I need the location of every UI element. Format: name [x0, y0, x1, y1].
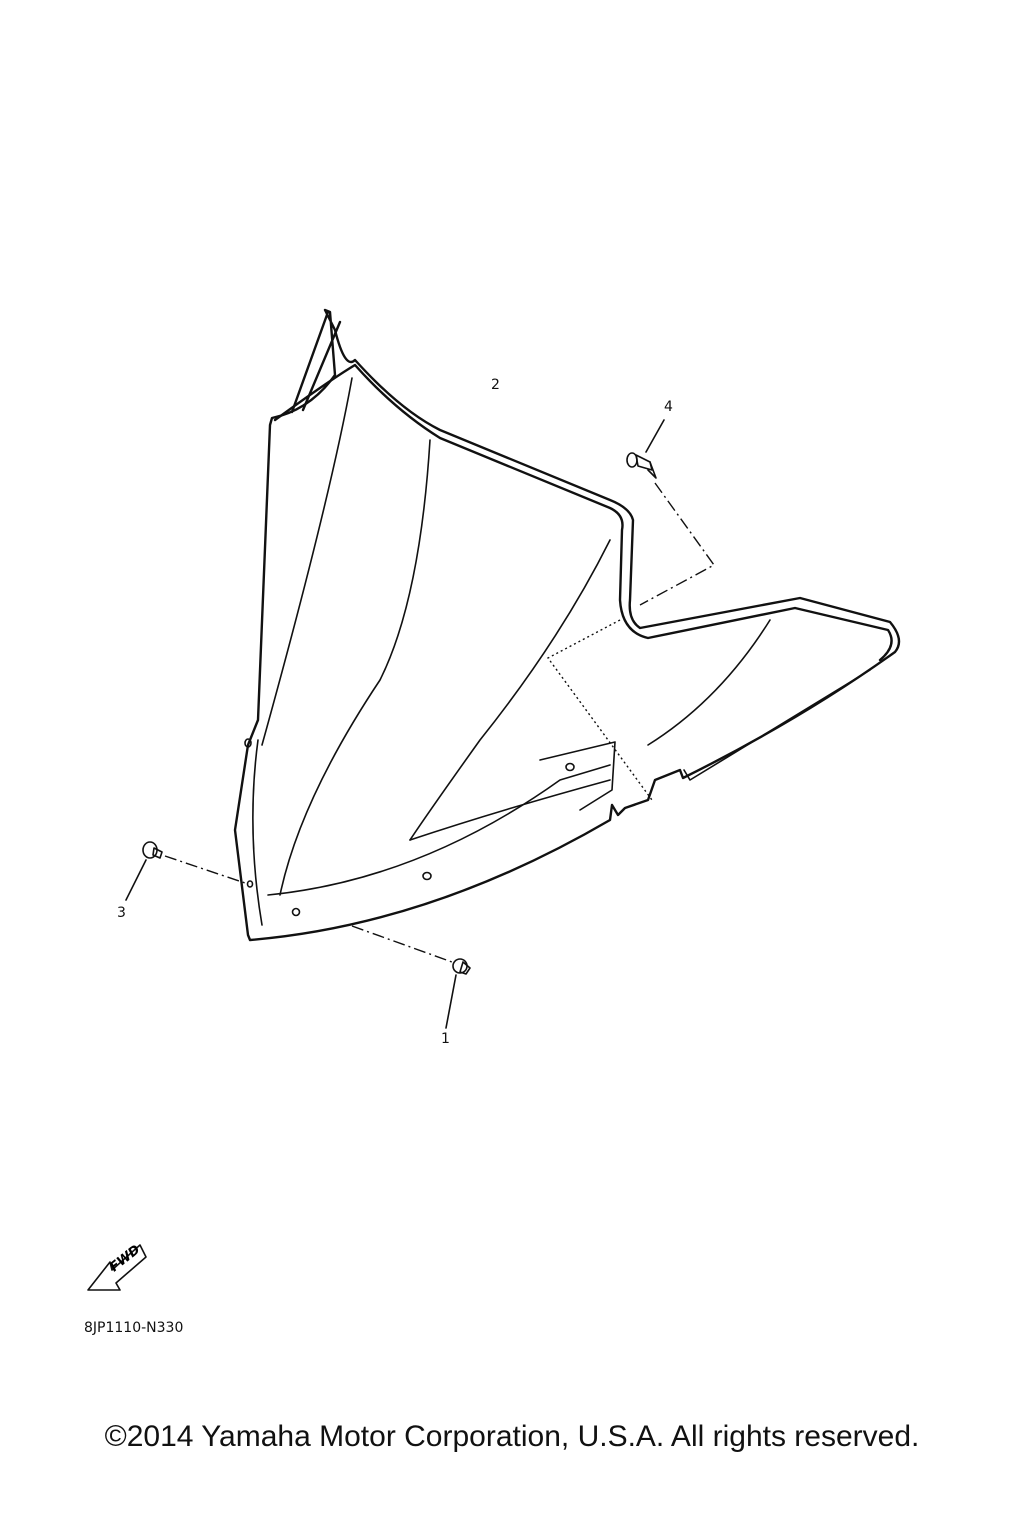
- fwd-arrow-icon: FWD: [87, 1242, 147, 1291]
- screw-4-icon: [626, 452, 657, 479]
- nut-1-icon: [452, 958, 471, 975]
- callout-1: 1: [441, 1031, 450, 1047]
- callout-2: 2: [491, 377, 500, 393]
- copyright-notice: ©2014 Yamaha Motor Corporation, U.S.A. A…: [104, 1420, 920, 1453]
- callout-4: 4: [664, 399, 673, 415]
- screw-3-icon: [142, 841, 163, 859]
- part-code: 8JP1110-N330: [84, 1320, 184, 1336]
- callout-3: 3: [117, 905, 126, 921]
- windshield: [233, 308, 901, 942]
